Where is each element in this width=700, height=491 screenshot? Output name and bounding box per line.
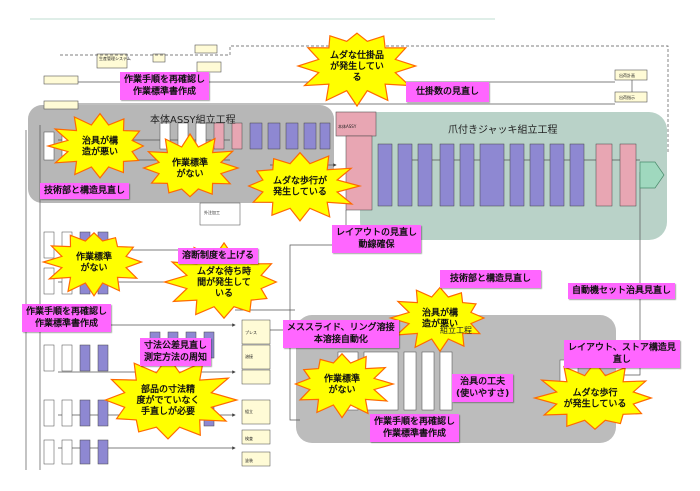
burst-shape (388, 286, 486, 353)
process-boxes-inventory (241, 319, 271, 467)
callout-layout-mid: レイアウトの見直し動線確保 (332, 225, 422, 253)
burst-layer: ムダな仕掛品が発生している治具が構造が悪い作業標準がないムダな歩行が発生している… (41, 32, 654, 440)
label-box: 本体ASSY (338, 123, 357, 129)
label-weld: 溶接 (245, 353, 253, 359)
burst-text: が発生してい (330, 60, 384, 72)
burst-text: がない (328, 384, 355, 396)
burst-shape (103, 355, 239, 440)
label-system: 生産管理システム (99, 55, 131, 61)
label-shipping-order: 出荷指示 (619, 94, 635, 100)
callout-sakuhyo-mid: 作業手順を再確認し作業標準書作成 (22, 304, 112, 332)
burst-text: 治具が構 (82, 135, 118, 147)
zone-title-main-body: 本体ASSY組立工程 (150, 115, 236, 126)
burst-shape (45, 112, 145, 179)
burst-text: 作業標準 (324, 373, 360, 385)
callout-shikakari-review: 仕掛数の見直し (406, 82, 490, 102)
callout-gijutsu-left: 技術部と構造見直し (40, 183, 130, 199)
callout-sunpo: 寸法公差見直し測定方法の周知 (140, 338, 212, 366)
label-insp: 検査 (245, 435, 253, 441)
callout-auto-jig: 自動機セット治具見直し (568, 283, 676, 299)
burst-text: 部品の寸法精 (141, 383, 195, 395)
process-boxes-jack (345, 135, 665, 211)
zone-title-jack: 爪付きジャッキ組立工程 (448, 125, 558, 136)
burst-text: 間が発生して (197, 276, 251, 288)
burst-shape (293, 352, 396, 419)
burst-shape (247, 151, 363, 222)
burst-text: 発生している (272, 186, 327, 198)
burst-text: 造が悪い (82, 146, 118, 158)
burst-shape (532, 361, 654, 430)
label-outsource: 外注加工 (204, 209, 220, 215)
burst-text: がない (176, 168, 203, 180)
callout-mess-slide: メススライド、リング溶接本溶接自動化 (283, 320, 399, 348)
burst-text: る (352, 72, 361, 83)
burst-text: いる (215, 288, 233, 299)
burst-text: ムダな待ち時 (197, 265, 251, 277)
burst-text: 度がでていなく (136, 394, 199, 406)
burst-shape (141, 132, 241, 198)
top-divider-line (30, 18, 495, 20)
label-press: プレス (245, 329, 257, 335)
zone-title-bottom: 組立工程 (440, 326, 472, 335)
burst-shape (296, 32, 418, 108)
burst-text: が発生している (564, 398, 627, 410)
label-paint: 塗装 (245, 457, 253, 463)
burst-text: 治具が構 (422, 307, 458, 319)
burst-text: 手直しが必要 (141, 405, 195, 417)
top-header-boxes (43, 44, 648, 137)
burst-text: がない (80, 262, 107, 274)
callout-jig-kufu: 治具の工夫(使いやすさ) (452, 374, 514, 402)
burst-text: 作業標準 (172, 157, 208, 169)
burst-text: ムダな仕掛品 (330, 49, 384, 61)
burst-text: 作業標準 (76, 251, 112, 263)
callout-yosetsu: 溶断制度を上げる (178, 248, 259, 264)
burst-text: 造が悪い (422, 318, 458, 330)
label-shipping-plan: 出荷計画 (619, 72, 635, 78)
burst-text: ムダな歩行が (273, 175, 328, 187)
label-assy: 組立 (245, 408, 253, 414)
burst-shape (41, 231, 144, 297)
callout-sakuhyo-top: 作業手順を再確認し作業標準書作成 (120, 72, 210, 100)
callout-sakuhyo-bottom: 作業手順を再確認し作業標準書作成 (370, 414, 460, 442)
callout-gijutsu-right: 技術部と構造見直し (440, 270, 542, 288)
callout-layout-right: レイアウト、ストア構造見直し (564, 340, 680, 368)
burst-text: ムダな歩行 (572, 387, 617, 399)
